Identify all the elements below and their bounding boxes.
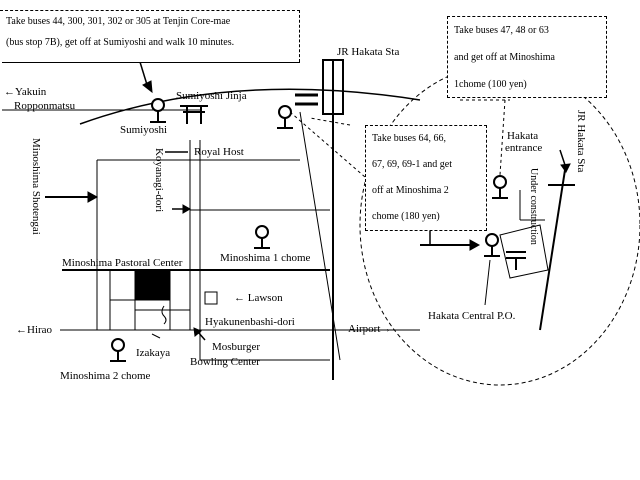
- bus-stop-minoshima1-icon: [254, 225, 270, 249]
- bus-stop-minoshima2-icon: [110, 338, 126, 362]
- arrow-izakaya: [151, 333, 161, 339]
- arrow-bowling: [193, 327, 206, 341]
- label-hirao: ←Hirao: [16, 324, 53, 336]
- arrow-shotengai: [45, 191, 99, 203]
- label-lawson: ← Lawson: [234, 292, 283, 304]
- label-minoshima-2-chome: Minoshima 2 chome: [60, 370, 151, 382]
- arrow-entrance: [559, 149, 571, 173]
- post-office-block: [499, 224, 549, 279]
- label-jr-hakata-sta: JR Hakata Sta: [337, 46, 400, 58]
- instruction-minoshima2-line3: off at Minoshima 2: [372, 185, 449, 196]
- instruction-minoshima2: Take buses 64, 66, 67, 69, 69-1 and get …: [365, 125, 487, 231]
- instruction-minoshima1-line1: Take buses 47, 48 or 63: [454, 25, 549, 36]
- arrow-to-sumiyoshi: [139, 61, 153, 94]
- label-pastoral-center: Minoshima Pastoral Center: [62, 257, 183, 269]
- arrow-koyanagi: [172, 204, 192, 214]
- church-icon: [161, 305, 167, 325]
- pastoral-center-building: [135, 270, 170, 300]
- label-bowling-center: Bowling Center: [190, 356, 260, 368]
- instruction-minoshima1-line3: 1chome (100 yen): [454, 79, 527, 90]
- label-sumiyoshi-jinja: Sumiyoshi Jinja: [176, 90, 247, 102]
- instruction-minoshima2-line1: Take buses 64, 66,: [372, 133, 447, 144]
- label-hakata-entrance-2: entrance: [505, 142, 543, 154]
- label-ropponmatsu: Ropponmatsu: [14, 100, 76, 112]
- label-hakata-entrance-1: Hakata: [507, 130, 539, 142]
- bus-stop-hakata-entrance-icon: [492, 175, 508, 199]
- label-koyanagi-dori: Koyanagi-dori: [153, 148, 165, 213]
- label-izakaya: Izakaya: [136, 347, 171, 359]
- instruction-minoshima1-line2: and get off at Minoshima: [454, 52, 555, 63]
- instruction-tenjin-line1: Take buses 44, 300, 301, 302 or 305 at T…: [6, 16, 231, 27]
- instruction-minoshima2-line4: chome (180 yen): [372, 211, 440, 222]
- instruction-tenjin: Take buses 44, 300, 301, 302 or 305 at T…: [0, 10, 300, 62]
- torii-icon: [180, 105, 208, 124]
- post-office-icon: [506, 251, 526, 270]
- instruction-minoshima1: Take buses 47, 48 or 63 and get off at M…: [447, 16, 607, 98]
- label-mosburger: Mosburger: [212, 341, 261, 353]
- instruction-tenjin-line2: (bus stop 7B), get off at Sumiyoshi and …: [6, 37, 235, 48]
- label-hakata-central-po: Hakata Central P.O.: [428, 310, 516, 322]
- label-jr-hakata-sta-vertical: JR Hakata Sta: [575, 110, 587, 173]
- label-under-construction: Under construction: [528, 168, 539, 245]
- shrine-arc: [79, 88, 421, 125]
- instruction-minoshima2-line2: 67, 69, 69-1 and get: [372, 159, 452, 170]
- bus-stop-sumiyoshi-icon: [150, 98, 166, 123]
- jr-station-building: [322, 59, 344, 115]
- label-sumiyoshi: Sumiyoshi: [120, 124, 168, 136]
- label-yakuin: ←Yakuin: [4, 86, 47, 98]
- jr-line-right: [539, 169, 566, 331]
- label-airport: Airport→: [348, 323, 392, 335]
- bus-stop-jinja-icon: [277, 105, 293, 129]
- label-minoshima-shotengai: Minoshima Shotengai: [30, 138, 42, 235]
- label-hyakunenbashi-dori: Hyakunenbashi-dori: [205, 316, 295, 328]
- label-royal-host: Royal Host: [194, 146, 244, 158]
- label-minoshima-1-chome: Minoshima 1 chome: [220, 252, 311, 264]
- bus-stop-post-office-icon: [484, 233, 500, 257]
